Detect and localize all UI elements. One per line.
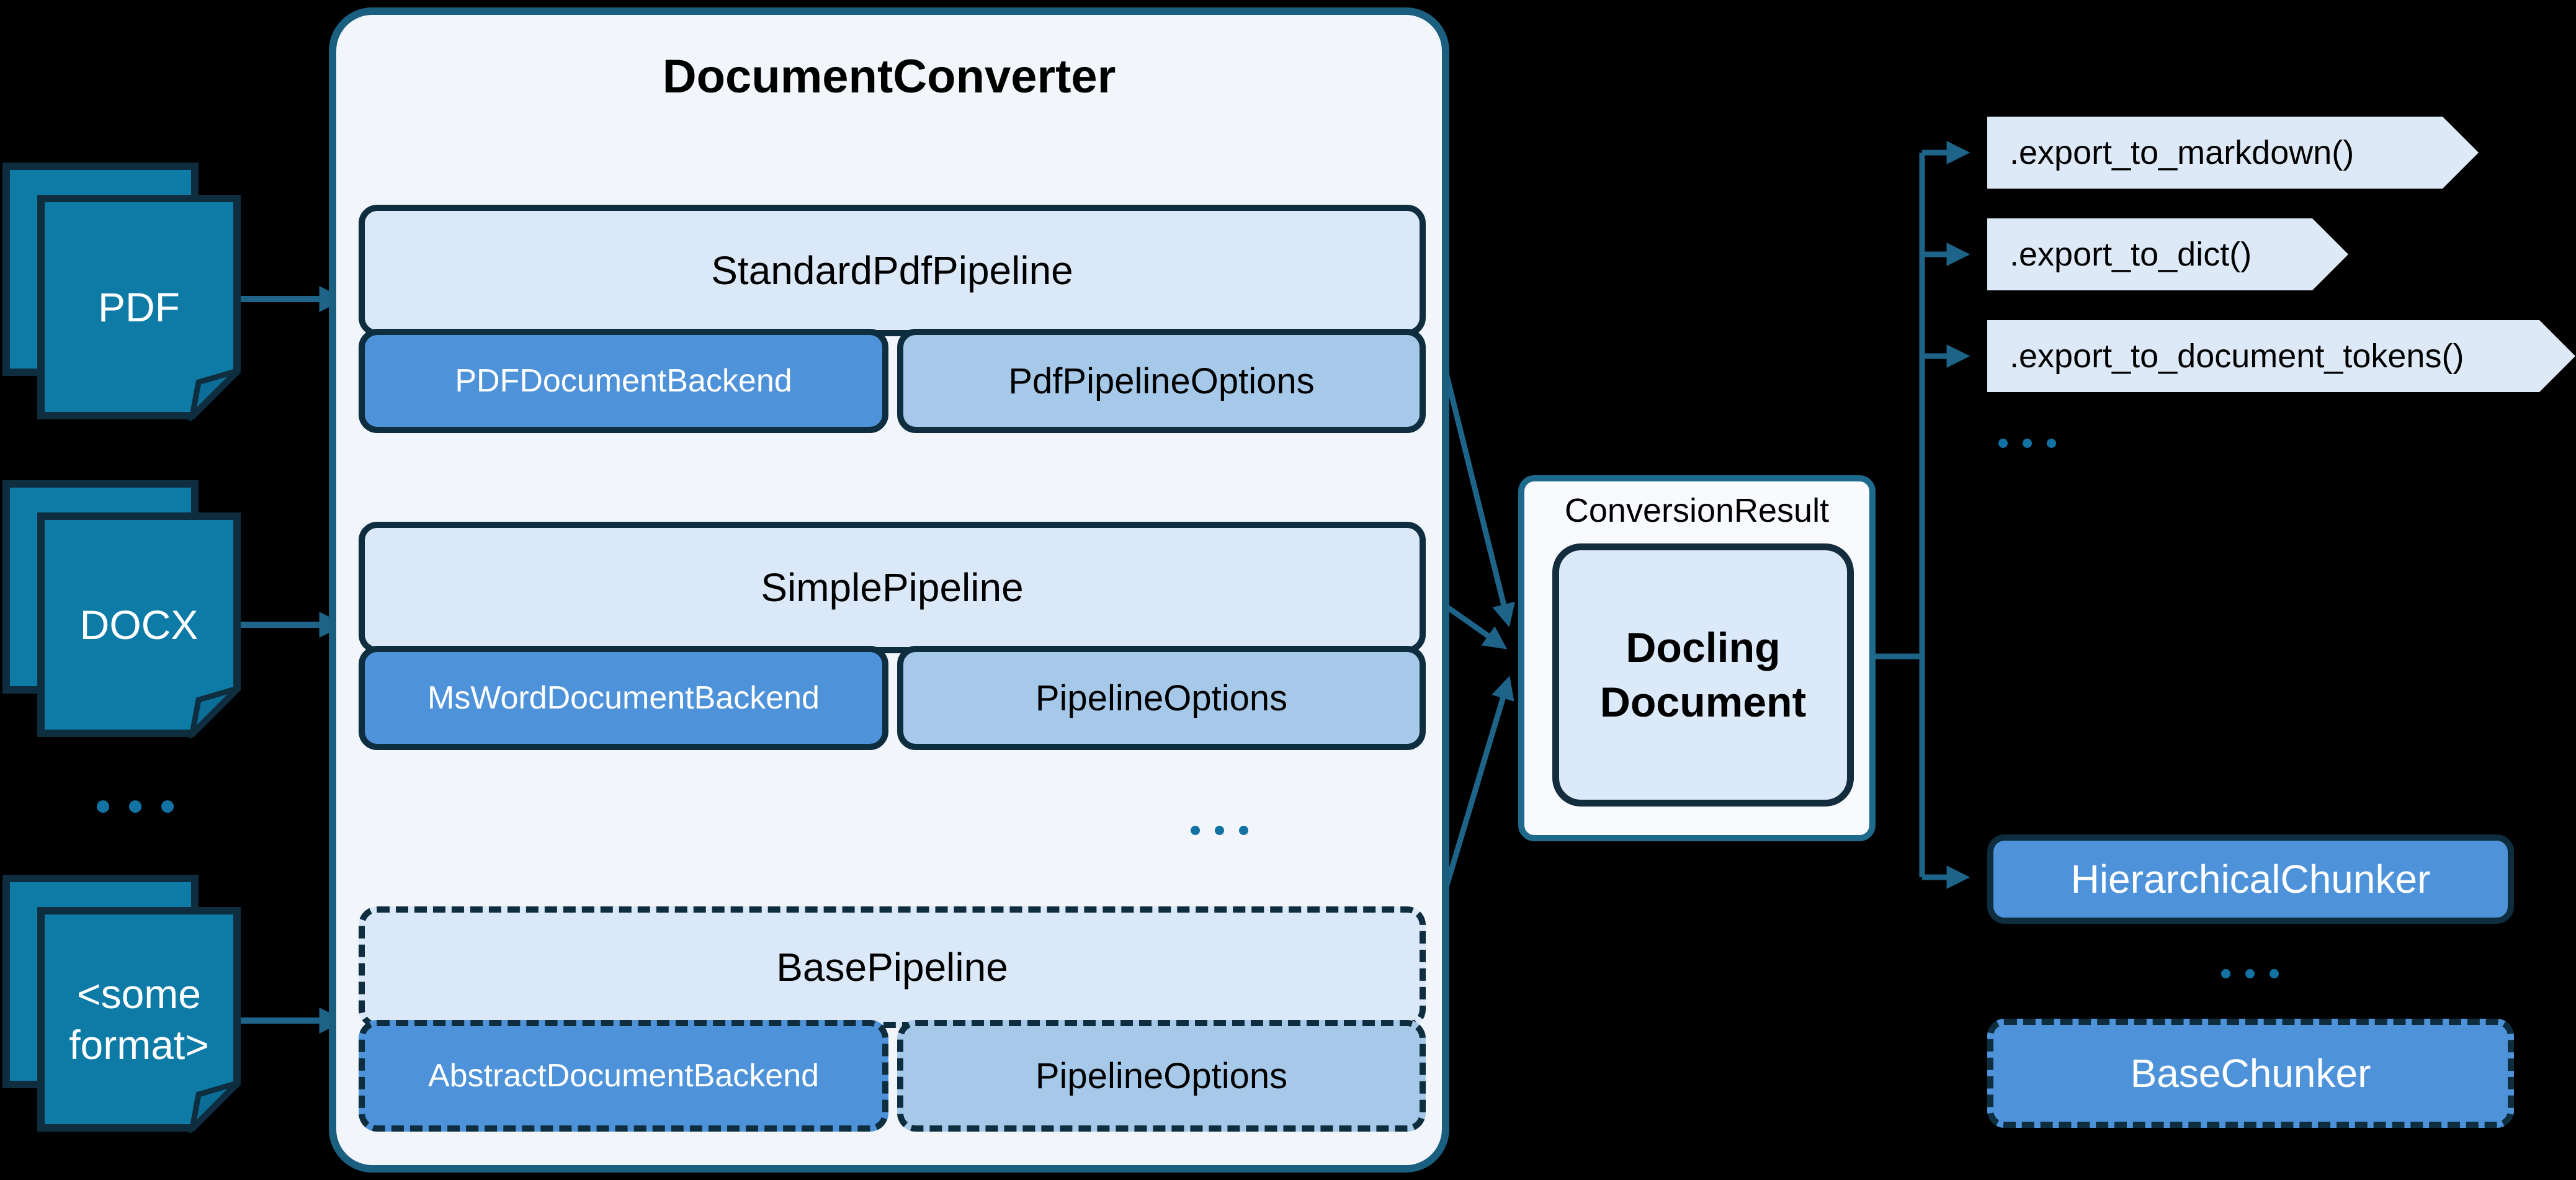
options-base-pipeline: PipelineOptions xyxy=(897,1020,1426,1132)
input-stack-pdf: PDF xyxy=(1,161,249,421)
document-converter-title: DocumentConverter xyxy=(662,50,1116,103)
export-to-markdown-tag: .export_to_markdown() xyxy=(1987,117,2479,189)
file-stack-icon xyxy=(2,163,241,421)
exports-ellipsis xyxy=(1998,439,2056,448)
backend-pdf-document: PDFDocumentBackend xyxy=(359,329,888,433)
backend-abstract-document: AbstractDocumentBackend xyxy=(359,1020,888,1132)
file-stack-icon xyxy=(2,480,241,738)
docling-document-box: Docling Document xyxy=(1552,543,1854,807)
input-label-docx: DOCX xyxy=(79,601,199,648)
inputs-ellipsis xyxy=(97,800,174,813)
conversion-result-label: ConversionResult xyxy=(1564,492,1830,529)
pipeline-base: BasePipeline xyxy=(359,906,1426,1028)
chunkers-ellipsis xyxy=(2221,969,2279,978)
file-stack-icon xyxy=(2,875,241,1133)
backend-msword-document: MsWordDocumentBackend xyxy=(359,646,888,750)
pipeline-standard-pdf: StandardPdfPipeline xyxy=(359,205,1426,336)
input-label-some-format: <some format> xyxy=(69,970,209,1068)
base-chunker-box: BaseChunker xyxy=(1987,1019,2514,1128)
input-label-pdf: PDF xyxy=(98,284,180,330)
export-to-dict-tag: .export_to_dict() xyxy=(1987,218,2348,290)
options-pdf-pipeline: PdfPipelineOptions xyxy=(897,329,1426,433)
input-stack-docx: DOCX xyxy=(1,479,249,738)
input-stack-some-format: <some format> xyxy=(1,874,249,1133)
conversion-result-box: ConversionResult Docling Document xyxy=(1518,475,1876,841)
converter-ellipsis xyxy=(1191,826,1248,835)
export-to-document-tokens-tag: .export_to_document_tokens() xyxy=(1987,320,2575,392)
pipeline-simple: SimplePipeline xyxy=(359,522,1426,653)
options-pipeline: PipelineOptions xyxy=(897,646,1426,750)
document-converter-container: DocumentConverter StandardPdfPipeline PD… xyxy=(329,7,1449,1173)
hierarchical-chunker-box: HierarchicalChunker xyxy=(1987,834,2514,924)
